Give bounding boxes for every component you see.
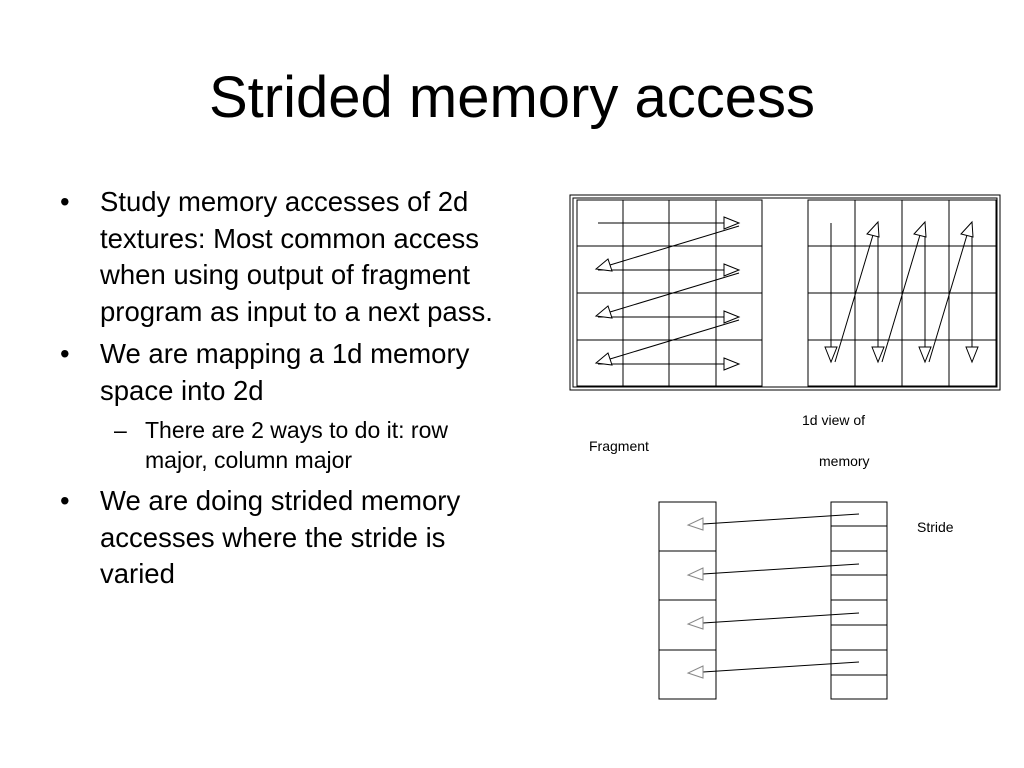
label-fragment: Fragment [589,438,649,454]
column-major-return-arrows [834,220,974,363]
diagram-outer-frame [569,194,1001,391]
column-major-grid [807,199,997,387]
label-1d-view: 1d view of [802,412,865,428]
bullet-list: • Study memory accesses of 2d textures: … [60,184,500,599]
row-major-return-arrows [594,225,740,366]
label-memory: memory [819,453,870,469]
subbullet-text: There are 2 ways to do it: row major, co… [145,417,448,473]
bullet-marker: • [60,338,70,369]
column-major-arrows [824,223,979,364]
stride-arrows [686,513,860,679]
bullet-text: We are mapping a 1d memory space into 2d [100,338,470,406]
row-major-grid [576,199,763,387]
subbullet-marker: – [114,417,127,443]
bullet-item: • We are mapping a 1d memory space into … [60,336,500,475]
bullet-text: Study memory accesses of 2d textures: Mo… [100,186,493,327]
row-major-arrows [598,216,741,371]
bullet-item: • Study memory accesses of 2d textures: … [60,184,500,330]
slide-title: Strided memory access [209,65,815,130]
label-stride: Stride [917,519,954,535]
memory-column [830,501,888,700]
subbullet-item: – There are 2 ways to do it: row major, … [100,415,500,475]
bullet-marker: • [60,186,70,217]
fragment-column [658,501,717,700]
diagram-inner-frame [572,197,998,388]
bullet-marker: • [60,485,70,516]
subbullet-list: – There are 2 ways to do it: row major, … [100,415,500,475]
bullet-text: We are doing strided memory accesses whe… [100,485,461,589]
bullet-item: • We are doing strided memory accesses w… [60,483,500,593]
